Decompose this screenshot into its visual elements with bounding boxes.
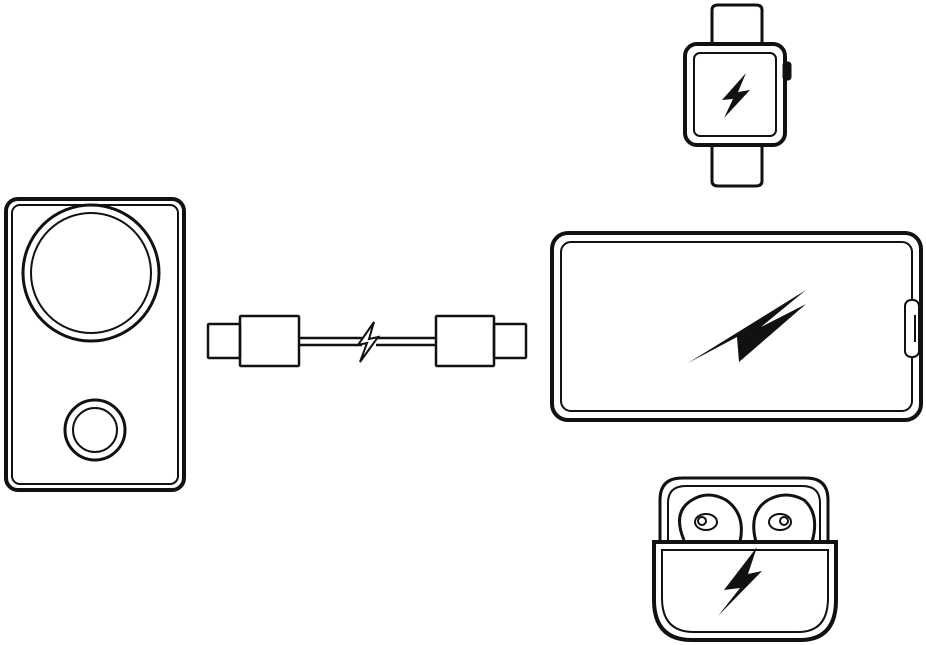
earbuds-case-icon [652, 476, 838, 642]
earbuds-lightning-bolt-icon [718, 547, 762, 616]
cable-lightning-bolt-icon [355, 321, 381, 363]
wireless-charger-stand-icon [4, 197, 186, 492]
phone-lightning-bolt-icon [688, 290, 806, 363]
watch-lightning-bolt-icon [722, 73, 750, 118]
smartwatch-icon [683, 3, 792, 188]
usb-c-cable-icon [206, 314, 528, 368]
smartphone-icon [550, 231, 923, 422]
